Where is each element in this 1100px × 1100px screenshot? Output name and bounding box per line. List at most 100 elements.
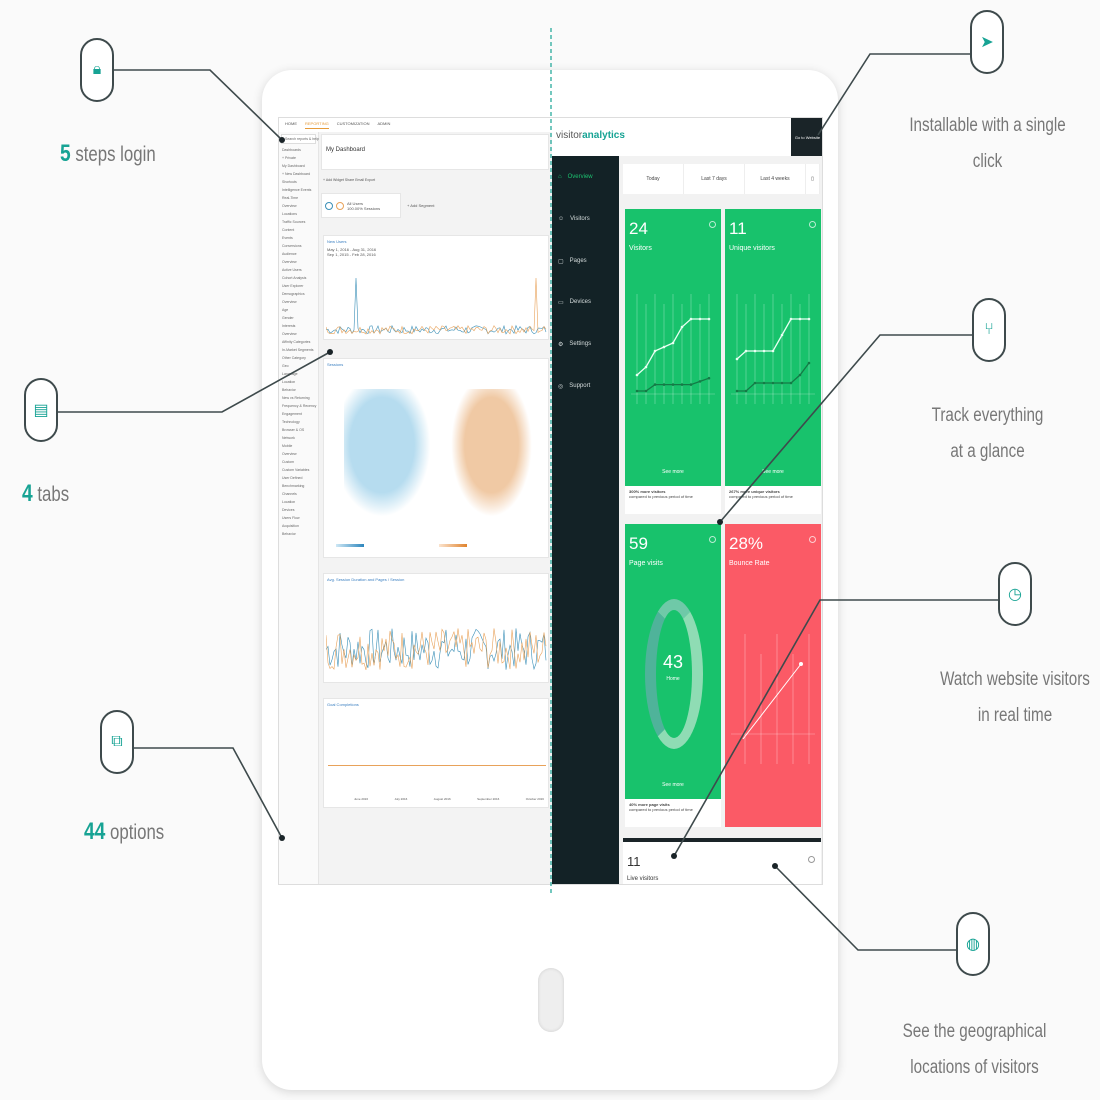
sidebar-item[interactable]: Demographics — [282, 292, 305, 296]
sidebar-item[interactable]: Traffic Sources — [282, 220, 306, 224]
sidebar-item[interactable]: Audience — [282, 252, 297, 256]
info-icon[interactable] — [709, 536, 716, 543]
sidebar-item[interactable]: + Private — [282, 156, 296, 160]
data-point — [680, 325, 684, 329]
tab-last-7-days[interactable]: Last 7 days — [684, 164, 745, 194]
sidebar-item[interactable]: Overview — [282, 300, 297, 304]
info-icon[interactable] — [709, 221, 716, 228]
sidebar-item[interactable]: In-Market Segments — [282, 348, 314, 352]
info-icon[interactable] — [809, 221, 816, 228]
sidebar-item[interactable]: Overview — [282, 452, 297, 456]
sidebar-item[interactable]: Users Flow — [282, 516, 300, 520]
sidebar-item[interactable]: User Defined — [282, 476, 303, 480]
sidebar-item[interactable]: Benchmarking — [282, 484, 305, 488]
sidebar-item[interactable]: Devices — [282, 508, 295, 512]
nav-overview[interactable]: ⌂Overview — [558, 174, 593, 180]
series-line — [326, 277, 547, 335]
ga-actions[interactable]: + Add Widget Share Email Export — [323, 178, 376, 182]
sidebar-item[interactable]: Geo — [282, 364, 289, 368]
session-duration-chart — [326, 628, 547, 671]
sidebar-item[interactable]: New vs Returning — [282, 396, 310, 400]
sidebar-item[interactable]: Location — [282, 500, 296, 504]
donut-value: 43 — [662, 652, 684, 672]
segment-ring-icon — [325, 201, 333, 210]
see-more-link[interactable]: See more — [762, 469, 784, 475]
sidebar-item[interactable]: Custom — [282, 460, 295, 464]
users-icon: ☺ — [558, 216, 565, 222]
sidebar-item[interactable]: Custom Variables — [282, 468, 310, 472]
page-title: My Dashboard — [326, 147, 366, 153]
sidebar-item[interactable]: Location — [282, 380, 296, 384]
sidebar-item[interactable]: Cohort Analysis — [282, 276, 307, 280]
bounce-rate-card[interactable]: 28% Bounce Rate — [725, 524, 821, 827]
sidebar-item[interactable]: Browser & OS — [282, 428, 305, 432]
donut-chart — [645, 599, 703, 749]
sidebar-item[interactable]: Engagement — [282, 412, 302, 416]
sidebar-item[interactable]: Interests — [282, 324, 296, 328]
sidebar-item[interactable]: Content — [282, 228, 295, 232]
home-button[interactable] — [538, 968, 564, 1032]
add-segment[interactable]: + Add Segment — [407, 203, 435, 208]
nav-support[interactable]: ◎Support — [558, 383, 591, 390]
info-icon[interactable] — [809, 536, 816, 543]
tab-home[interactable]: HOME — [285, 121, 297, 126]
sidebar-item[interactable]: Intelligence Events — [282, 188, 312, 192]
hierarchy-icon: ⧉ — [100, 710, 134, 774]
unique-visitors-card[interactable]: 11 Unique visitors See more — [725, 209, 821, 486]
legend-scale — [439, 544, 467, 547]
sidebar-item[interactable]: Overview — [282, 260, 297, 264]
sidebar-item[interactable]: Locations — [282, 212, 297, 216]
sidebar-item[interactable]: Overview — [282, 204, 297, 208]
sidebar-item[interactable]: Real-Time — [282, 196, 299, 200]
see-more-link[interactable]: See more — [662, 469, 684, 475]
sidebar-item[interactable]: Mobile — [282, 444, 293, 448]
sidebar-item[interactable]: My Dashboard — [282, 164, 305, 168]
sidebar-item[interactable]: Other Category — [282, 356, 306, 360]
sidebar-item[interactable]: Events — [282, 236, 293, 240]
sidebar-item[interactable]: Dashboards — [282, 148, 301, 152]
nav-devices[interactable]: ▭Devices — [558, 299, 592, 306]
tab-admin[interactable]: ADMIN — [377, 121, 391, 126]
sidebar-item[interactable]: Conversions — [282, 244, 302, 248]
session-duration-panel: Avg. Session Duration and Pages / Sessio… — [323, 573, 549, 683]
sidebar-item[interactable]: Overview — [282, 332, 297, 336]
live-visitors-card[interactable]: 11 Live visitors — [623, 842, 821, 884]
tab-today[interactable]: Today — [623, 164, 684, 194]
sidebar-item[interactable]: Network — [282, 436, 295, 440]
sidebar-item[interactable]: Technology — [282, 420, 300, 424]
nav-pages[interactable]: ▢Pages — [558, 258, 587, 265]
info-icon[interactable] — [808, 856, 815, 863]
data-point — [771, 349, 775, 353]
sidebar-item[interactable]: Affinity Categories — [282, 340, 311, 344]
tab-customization[interactable]: CUSTOMIZATION — [336, 121, 370, 126]
sidebar-item[interactable]: Active Users — [282, 268, 302, 272]
sidebar-item[interactable]: Behavior — [282, 388, 296, 392]
see-more-link[interactable]: See more — [662, 782, 684, 788]
nav-visitors[interactable]: ☺Visitors — [558, 216, 590, 222]
go-to-website-button[interactable]: Go to Website — [791, 118, 822, 156]
sidebar-item[interactable]: Channels — [282, 492, 297, 496]
nav-settings[interactable]: ⚙Settings — [558, 341, 592, 348]
data-point — [698, 380, 702, 383]
sidebar-item[interactable]: + New Dashboard — [282, 172, 311, 176]
app-sidebar: ⌂Overview ☺Visitors ▢Pages ▭Devices ⚙Set… — [552, 156, 619, 884]
live-divider — [623, 838, 821, 842]
sidebar-item[interactable]: Gender — [282, 316, 294, 320]
calendar-icon[interactable]: ▯ — [806, 164, 820, 194]
sidebar-item[interactable]: Shortcuts — [282, 180, 297, 184]
sidebar-item[interactable]: Frequency & Recency — [282, 404, 317, 408]
tab-last-4-weeks[interactable]: Last 4 weeks — [745, 164, 806, 194]
sidebar-item[interactable]: Acquisition — [282, 524, 299, 528]
sidebar-item[interactable]: Behavior — [282, 532, 296, 536]
logo: visitoranalytics — [556, 130, 625, 141]
sidebar-item[interactable]: User Explorer — [282, 284, 304, 288]
tab-reporting[interactable]: REPORTING — [305, 121, 329, 129]
page-visits-card[interactable]: 59 Page visits 43 Home See more — [625, 524, 721, 799]
visitors-card[interactable]: 24 Visitors See more — [625, 209, 721, 486]
data-point — [798, 317, 802, 321]
sidebar-item[interactable]: Age — [282, 308, 289, 312]
